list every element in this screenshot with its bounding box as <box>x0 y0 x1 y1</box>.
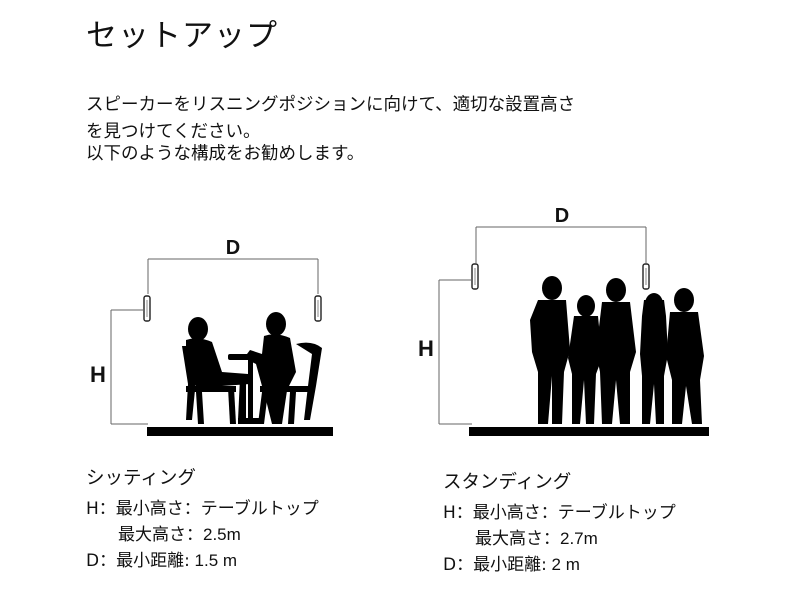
standing-people-silhouette <box>530 276 704 424</box>
sitting-max-height-prefix: 最大高さ： <box>118 525 203 545</box>
speaker-icon <box>471 263 479 290</box>
standing-max-height-value: 2.7m <box>560 529 598 548</box>
standing-max-height-prefix: 最大高さ： <box>475 529 560 549</box>
standing-min-distance-prefix: D：最小距離: <box>443 555 547 575</box>
standing-heading: スタンディング <box>443 472 572 493</box>
sitting-max-height-value: 2.5m <box>203 525 241 544</box>
standing-diagram: D H <box>418 205 709 436</box>
standing-min-distance-value: 2 m <box>546 555 580 574</box>
sitting-heading: シッティング <box>86 468 196 489</box>
sitting-min-height: H：最小高さ：テーブルトップ <box>86 496 319 522</box>
standing-h-label: H <box>418 336 434 361</box>
speaker-icon <box>143 295 151 322</box>
standing-d-label: D <box>555 205 569 227</box>
page-title: セットアップ <box>86 18 278 54</box>
standing-spec: スタンディング H：最小高さ：テーブルトップ 最大高さ：2.7m D：最小距離:… <box>443 470 676 578</box>
seated-people-silhouette <box>182 312 322 424</box>
speaker-icon <box>314 295 322 322</box>
standing-min-height-value: テーブルトップ <box>557 503 676 523</box>
intro-text: スピーカーをリスニングポジションに向けて、適切な設置高さ を見つけてください。 … <box>86 92 575 168</box>
sitting-h-label: H <box>90 362 106 387</box>
sitting-diagram: D H <box>90 237 333 436</box>
sitting-max-height: 最大高さ：2.5m <box>86 522 319 548</box>
floor <box>147 427 333 436</box>
sitting-min-distance-value: 1.5 m <box>189 551 238 570</box>
standing-d-dimension <box>475 226 647 263</box>
speaker-icon <box>642 263 650 290</box>
standing-max-height: 最大高さ：2.7m <box>443 526 676 552</box>
standing-min-height: H：最小高さ：テーブルトップ <box>443 500 676 526</box>
sitting-d-label: D <box>226 237 240 259</box>
sitting-spec: シッティング H：最小高さ：テーブルトップ 最大高さ：2.5m D：最小距離: … <box>86 466 319 574</box>
standing-min-height-prefix: H：最小高さ： <box>443 503 558 523</box>
intro-line-2: を見つけてください。 <box>86 122 261 142</box>
sitting-min-distance: D：最小距離: 1.5 m <box>86 548 319 574</box>
sitting-h-dimension <box>110 309 148 425</box>
intro-line-3: 以下のような構成をお勧めします。 <box>86 144 365 164</box>
sitting-min-height-value: テーブルトップ <box>200 499 319 519</box>
standing-h-dimension <box>438 279 472 425</box>
intro-line-1: スピーカーをリスニングポジションに向けて、適切な設置高さ <box>86 95 576 115</box>
floor <box>469 427 709 436</box>
sitting-min-height-prefix: H：最小高さ： <box>86 499 201 519</box>
standing-min-distance: D：最小距離: 2 m <box>443 552 676 578</box>
sitting-min-distance-prefix: D：最小距離: <box>86 551 190 571</box>
sitting-d-dimension <box>147 258 319 294</box>
